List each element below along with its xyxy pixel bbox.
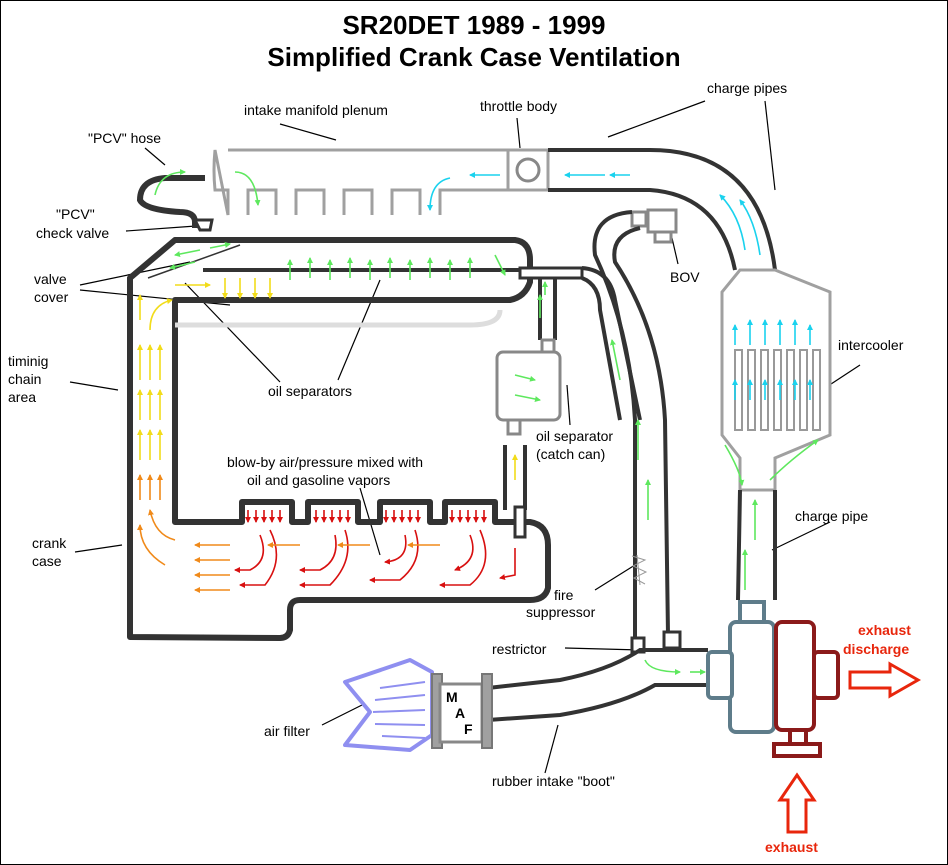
catch-can-vent-2: [581, 276, 622, 421]
catch-can-feed: [538, 278, 557, 340]
engine-outline: [127, 237, 551, 641]
label-timing-chain-line2: chain: [8, 371, 42, 387]
throttle-plate: [515, 157, 541, 183]
air-filter: [343, 658, 434, 752]
restrictor-fitting-2: [662, 630, 682, 650]
pcv-check-valve: [192, 218, 214, 232]
fire-suppressor-mesh: [631, 554, 648, 586]
label-oil-separators: oil separators: [268, 383, 353, 399]
bov-outlet: [653, 230, 673, 244]
label-charge-pipes: charge pipes: [707, 80, 788, 96]
upper-charge-pipe: [548, 148, 777, 271]
intake-boot-top: [487, 648, 708, 690]
air-filter-pleats: [372, 681, 426, 739]
flow-arrows-cyan: [427, 172, 813, 400]
label-charge-pipe: charge pipe: [795, 508, 869, 524]
flow-arrows-orange: [137, 474, 440, 593]
bov-hose-inner: [612, 226, 670, 636]
label-crank-case-line1: crank: [32, 535, 67, 551]
maf-housing: [438, 682, 484, 744]
leader-intercooler: [827, 364, 861, 387]
intercooler-fins: [734, 349, 821, 431]
leader-charge-pipes-2: [764, 100, 776, 191]
leader-catch-can: [566, 384, 571, 426]
leader-charge-pipes-1: [607, 100, 706, 138]
maf-flange-right: [481, 673, 493, 749]
intake-plenum: [212, 148, 510, 216]
crankcase-breather: [513, 505, 527, 539]
throttle-body: [506, 148, 550, 192]
catch-can-tee: [518, 266, 584, 280]
leader-fire-suppressor: [594, 564, 636, 591]
label-pcv-check-valve-line1: "PCV": [56, 206, 95, 222]
pcv-hose: [136, 175, 205, 228]
leader-intake-boot: [544, 724, 559, 774]
turbo-turbine: [772, 620, 840, 758]
catch-can-bottom-fitting: [506, 418, 522, 436]
leader-charge-pipe: [771, 521, 831, 551]
label-intake-manifold-plenum: intake manifold plenum: [244, 102, 388, 118]
leader-restrictor: [564, 647, 641, 651]
label-timing-chain-line3: area: [8, 389, 37, 405]
catch-can-vent-1: [581, 266, 642, 421]
leader-crank-case: [74, 544, 123, 553]
catch-can-drain: [503, 445, 527, 510]
leader-bov: [671, 237, 679, 265]
label-rubber-intake-boot: rubber intake "boot": [492, 773, 615, 789]
label-valve-cover-line2: cover: [34, 289, 69, 305]
maf-letter-a: A: [455, 705, 466, 721]
label-crank-case-line2: case: [32, 553, 62, 569]
leader-plenum: [279, 123, 337, 141]
label-valve-cover-line1: valve: [34, 271, 67, 287]
intake-boot-bottom: [487, 683, 708, 722]
diagram-title-line-1: SR20DET 1989 - 1999: [342, 10, 606, 40]
label-timing-chain-line1: timinig: [8, 353, 49, 369]
catch-can: [495, 350, 562, 422]
exhaust-discharge-arrow: [848, 661, 922, 699]
exhaust-inlet-arrow: [777, 772, 817, 834]
diagram-title-line-2: Simplified Crank Case Ventilation: [267, 42, 681, 72]
label-restrictor: restrictor: [492, 641, 547, 657]
label-oil-separator-line2: (catch can): [536, 446, 606, 462]
catch-can-top-fitting: [540, 338, 556, 354]
label-blowby-line2: oil and gasoline vapors: [247, 472, 391, 488]
flow-arrows-crankcase-red: [234, 510, 516, 588]
leader-pcv-hose: [144, 147, 166, 166]
maf-letter-f: F: [464, 721, 473, 737]
label-fire-suppressor-line2: suppressor: [526, 604, 596, 620]
label-throttle-body: throttle body: [480, 98, 558, 114]
label-exhaust: exhaust: [765, 839, 818, 855]
engine-block-outline: [127, 237, 551, 641]
bov-inlet: [630, 210, 648, 228]
maf-letter-m: M: [446, 689, 458, 705]
lower-charge-pipe: [736, 489, 777, 601]
leader-timing-chain: [69, 381, 119, 391]
label-bov: BOV: [670, 269, 700, 285]
label-exhaust-discharge-line1: exhaust: [858, 622, 911, 638]
leader-air-filter: [321, 704, 363, 726]
label-air-filter: air filter: [264, 723, 310, 739]
leader-throttle-body: [516, 117, 521, 149]
label-pcv-hose: "PCV" hose: [88, 130, 161, 146]
label-exhaust-discharge-line2: discharge: [843, 641, 910, 657]
label-oil-separator-line1: oil separator: [536, 428, 614, 444]
label-pcv-check-valve-line2: check valve: [36, 225, 110, 241]
leader-pcv-valve: [125, 225, 197, 232]
label-blowby-line1: blow-by air/pressure mixed with: [227, 454, 424, 470]
flow-arrows-green: [154, 169, 819, 675]
label-fire-suppressor-line1: fire: [554, 587, 574, 603]
bov-body: [646, 208, 678, 234]
flow-arrows-yellow: [137, 278, 518, 480]
label-intercooler: intercooler: [838, 337, 904, 353]
turbo-compressor: [706, 600, 776, 734]
leader-oil-sep-2: [337, 279, 381, 381]
oil-separator-tube-bottom: [175, 309, 503, 328]
